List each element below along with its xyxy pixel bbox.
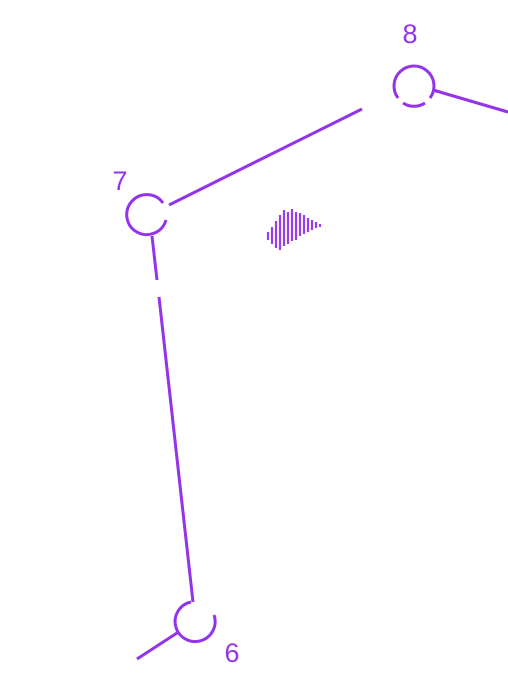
node-7-ring [125, 193, 168, 237]
edge-6-offscreen [136, 631, 178, 661]
node-8[interactable] [392, 64, 436, 108]
node-6[interactable] [173, 600, 217, 644]
edge-8-7 [168, 107, 363, 207]
node-6-ring [173, 600, 217, 644]
edge-7-6-upper [150, 235, 159, 281]
node-7[interactable] [125, 193, 168, 237]
edge-7-6-lower [157, 296, 195, 603]
node-labels: 8 7 6 [112, 19, 417, 668]
node-8-label: 8 [402, 19, 417, 49]
path-nodes [125, 64, 436, 644]
waveform-icon [266, 209, 322, 250]
edge-8-offscreen [432, 88, 508, 114]
path-edges [136, 88, 508, 661]
node-8-ring [392, 64, 436, 99]
node-8-ring-lower [402, 101, 426, 108]
node-6-label: 6 [224, 638, 239, 668]
node-7-label: 7 [112, 166, 127, 196]
